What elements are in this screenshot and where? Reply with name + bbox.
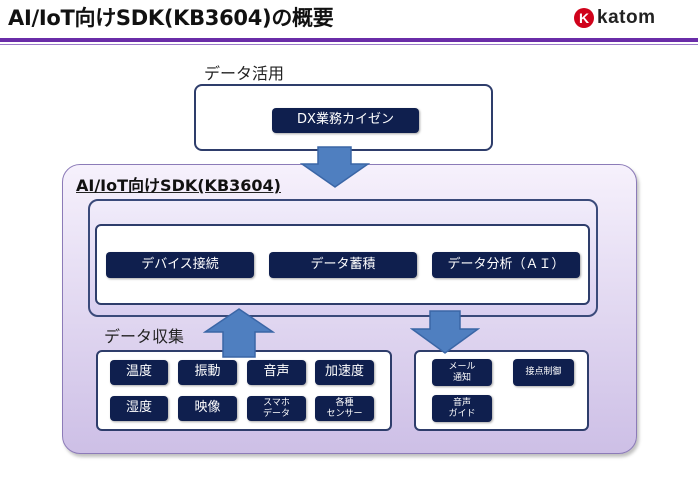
sensor-acceleration-chip: 加速度 bbox=[315, 360, 374, 385]
sensor-temperature-chip: 温度 bbox=[110, 360, 168, 385]
sensor-vibration-chip: 振動 bbox=[178, 360, 237, 385]
collection-label: データ収集 bbox=[104, 327, 185, 346]
output-voice-guide-chip: 音声 ガイド bbox=[432, 395, 492, 422]
page-title: AI/IoT向けSDK(KB3604)の概要 bbox=[8, 6, 334, 30]
sensor-various-chip: 各種 センサー bbox=[315, 396, 374, 421]
arrow-up-icon bbox=[203, 308, 275, 358]
logo-text: katom bbox=[597, 7, 656, 28]
sdk-title: AI/IoT向けSDK(KB3604) bbox=[76, 176, 281, 195]
logo-mark-icon: K bbox=[574, 8, 594, 28]
device-connect-chip: デバイス接続 bbox=[106, 252, 254, 278]
header-divider bbox=[0, 38, 698, 42]
arrow-down-icon bbox=[300, 146, 370, 188]
arrow-down-output-icon bbox=[410, 310, 480, 354]
sensor-smartphone-chip: スマホ データ bbox=[247, 396, 306, 421]
sensor-video-chip: 映像 bbox=[178, 396, 237, 421]
sensor-humidity-chip: 湿度 bbox=[110, 396, 168, 421]
usage-label: データ活用 bbox=[204, 64, 285, 83]
data-analysis-chip: データ分析（ＡＩ） bbox=[432, 252, 580, 278]
output-contact-control-chip: 接点制御 bbox=[513, 359, 574, 386]
data-storage-chip: データ蓄積 bbox=[269, 252, 417, 278]
company-logo: K katom bbox=[574, 7, 694, 29]
sensor-audio-chip: 音声 bbox=[247, 360, 306, 385]
header-divider-thin bbox=[0, 44, 698, 45]
dx-improvement-chip: DX業務カイゼン bbox=[272, 108, 419, 133]
output-email-chip: メール 通知 bbox=[432, 359, 492, 386]
